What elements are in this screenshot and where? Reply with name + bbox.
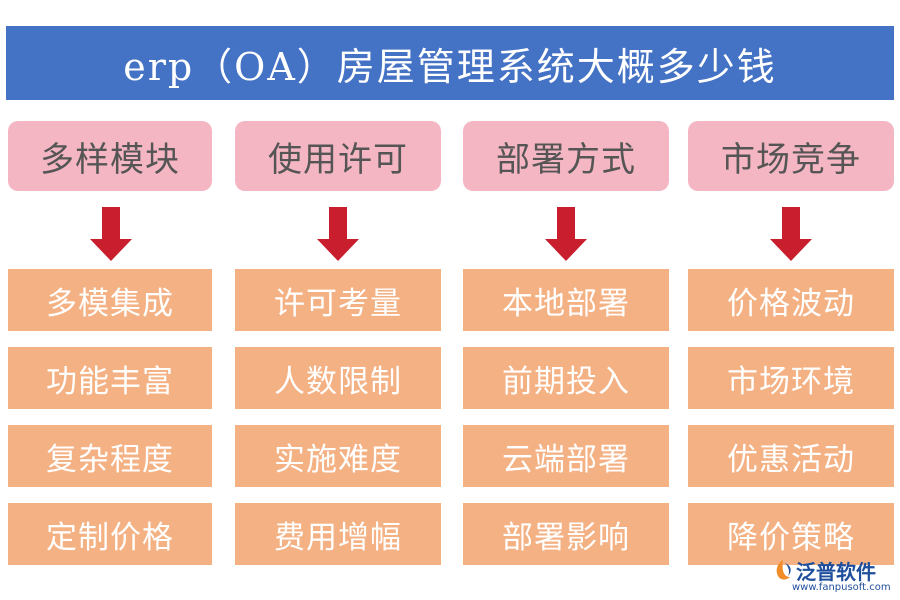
fanpu-logo-icon (776, 560, 791, 580)
down-arrow-icon (463, 191, 669, 269)
watermark-logo: 泛普软件 www.fanpusoft.com (772, 556, 896, 596)
item-box: 复杂程度 (8, 425, 212, 487)
column-deployment: 部署方式 本地部署 前期投入 云端部署 部署影响 (463, 121, 669, 565)
item-box: 功能丰富 (8, 347, 212, 409)
column-usage-license: 使用许可 许可考量 人数限制 实施难度 费用增幅 (235, 121, 441, 565)
item-box: 多模集成 (8, 269, 212, 331)
page-title: erp（OA）房屋管理系统大概多少钱 (6, 26, 894, 100)
down-arrow-icon (688, 191, 894, 269)
down-arrow-icon (8, 191, 214, 269)
column-header: 使用许可 (235, 121, 441, 191)
item-box: 部署影响 (463, 503, 669, 565)
item-box: 实施难度 (235, 425, 441, 487)
logo-url: www.fanpusoft.com (792, 582, 891, 593)
column-market-competition: 市场竞争 价格波动 市场环境 优惠活动 降价策略 (688, 121, 894, 565)
item-box: 云端部署 (463, 425, 669, 487)
item-box: 费用增幅 (235, 503, 441, 565)
item-box: 市场环境 (688, 347, 894, 409)
item-box: 前期投入 (463, 347, 669, 409)
item-box: 许可考量 (235, 269, 441, 331)
down-arrow-icon (235, 191, 441, 269)
item-box: 价格波动 (688, 269, 894, 331)
column-header: 部署方式 (463, 121, 669, 191)
item-box: 定制价格 (8, 503, 212, 565)
item-box: 降价策略 (688, 503, 894, 565)
column-multi-module: 多样模块 多模集成 功能丰富 复杂程度 定制价格 (8, 121, 214, 565)
item-box: 本地部署 (463, 269, 669, 331)
column-header: 多样模块 (8, 121, 212, 191)
logo-name: 泛普软件 (796, 560, 876, 584)
item-box: 优惠活动 (688, 425, 894, 487)
item-box: 人数限制 (235, 347, 441, 409)
column-header: 市场竞争 (688, 121, 894, 191)
